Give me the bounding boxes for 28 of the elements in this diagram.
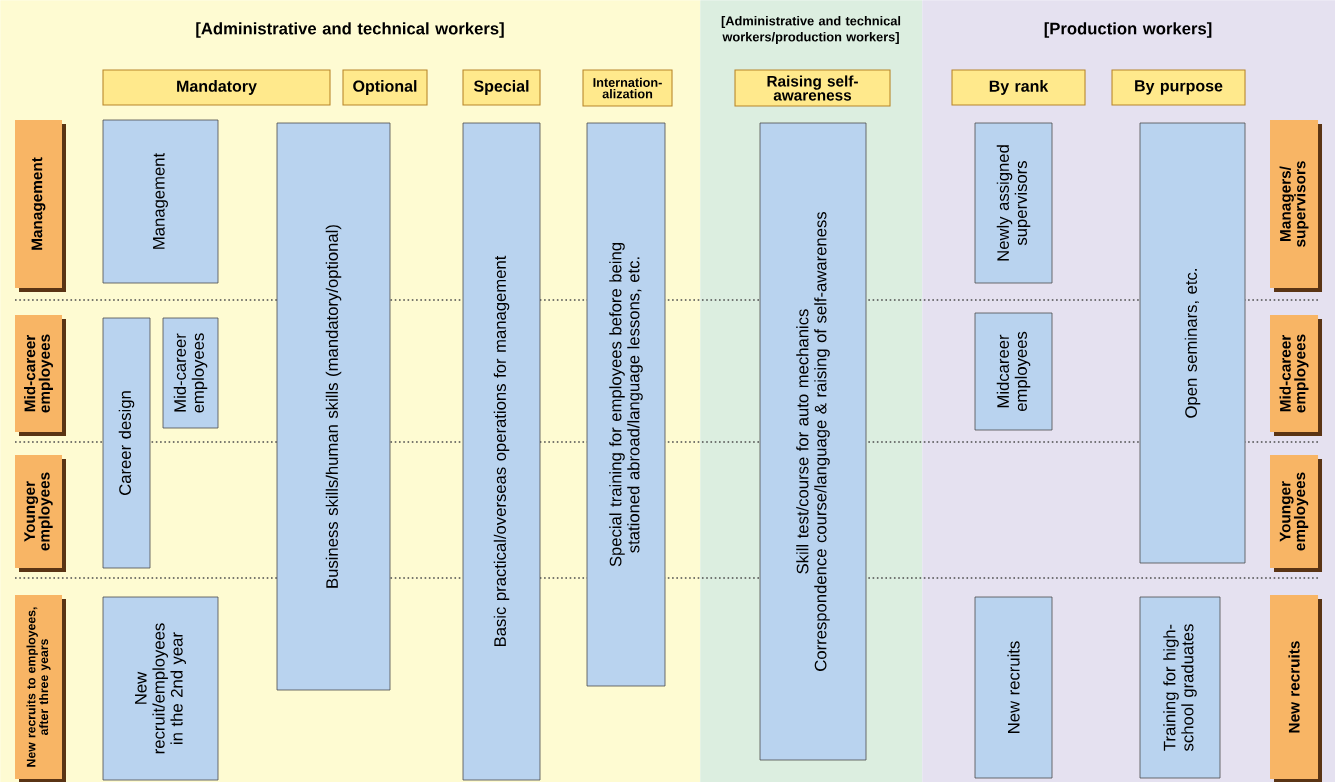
training-box: Career design [102, 317, 151, 569]
training-box: Mid-career employees [162, 317, 219, 429]
level-label: Mid-career employees [1270, 315, 1322, 436]
training-box: Basic practical/overseas operations for management [462, 122, 541, 781]
training-box: Open seminars, etc. [1139, 122, 1246, 564]
category-header: Mandatory [102, 69, 331, 106]
training-box: New recruit/employees in the 2nd year [102, 596, 219, 781]
level-label: New recruits [1270, 595, 1322, 782]
training-box: Business skills/human skills (mandatory/optional) [276, 122, 391, 691]
training-box: Newly assigned supervisors [974, 122, 1053, 284]
training-box: Midcareer employees [974, 312, 1053, 431]
level-label: Younger employees [15, 455, 66, 572]
category-header: Internation-alization [582, 69, 673, 107]
level-label: Mid-career employees [15, 315, 66, 436]
category-header: Optional [342, 69, 428, 106]
training-box: Skill test/course for auto mechanics Correspondence course/language & raising of self-awareness [759, 122, 867, 761]
training-box: Training for high-school graduates [1139, 596, 1221, 779]
category-header: By purpose [1111, 69, 1246, 106]
category-header: By rank [951, 69, 1086, 106]
training-box: New recruits [974, 596, 1053, 779]
level-label: Younger employees [1270, 455, 1322, 572]
category-header: Raising self-awareness [734, 69, 891, 107]
level-label: New recruits to employees, after three years [15, 595, 66, 782]
level-label: Management [15, 120, 66, 292]
level-label: Managers/ supervisors [1270, 120, 1322, 292]
training-box: Management [102, 119, 219, 284]
training-box: Special training for employees before being stationed abroad/language lessons, etc. [586, 122, 666, 687]
category-header: Special [462, 69, 541, 106]
